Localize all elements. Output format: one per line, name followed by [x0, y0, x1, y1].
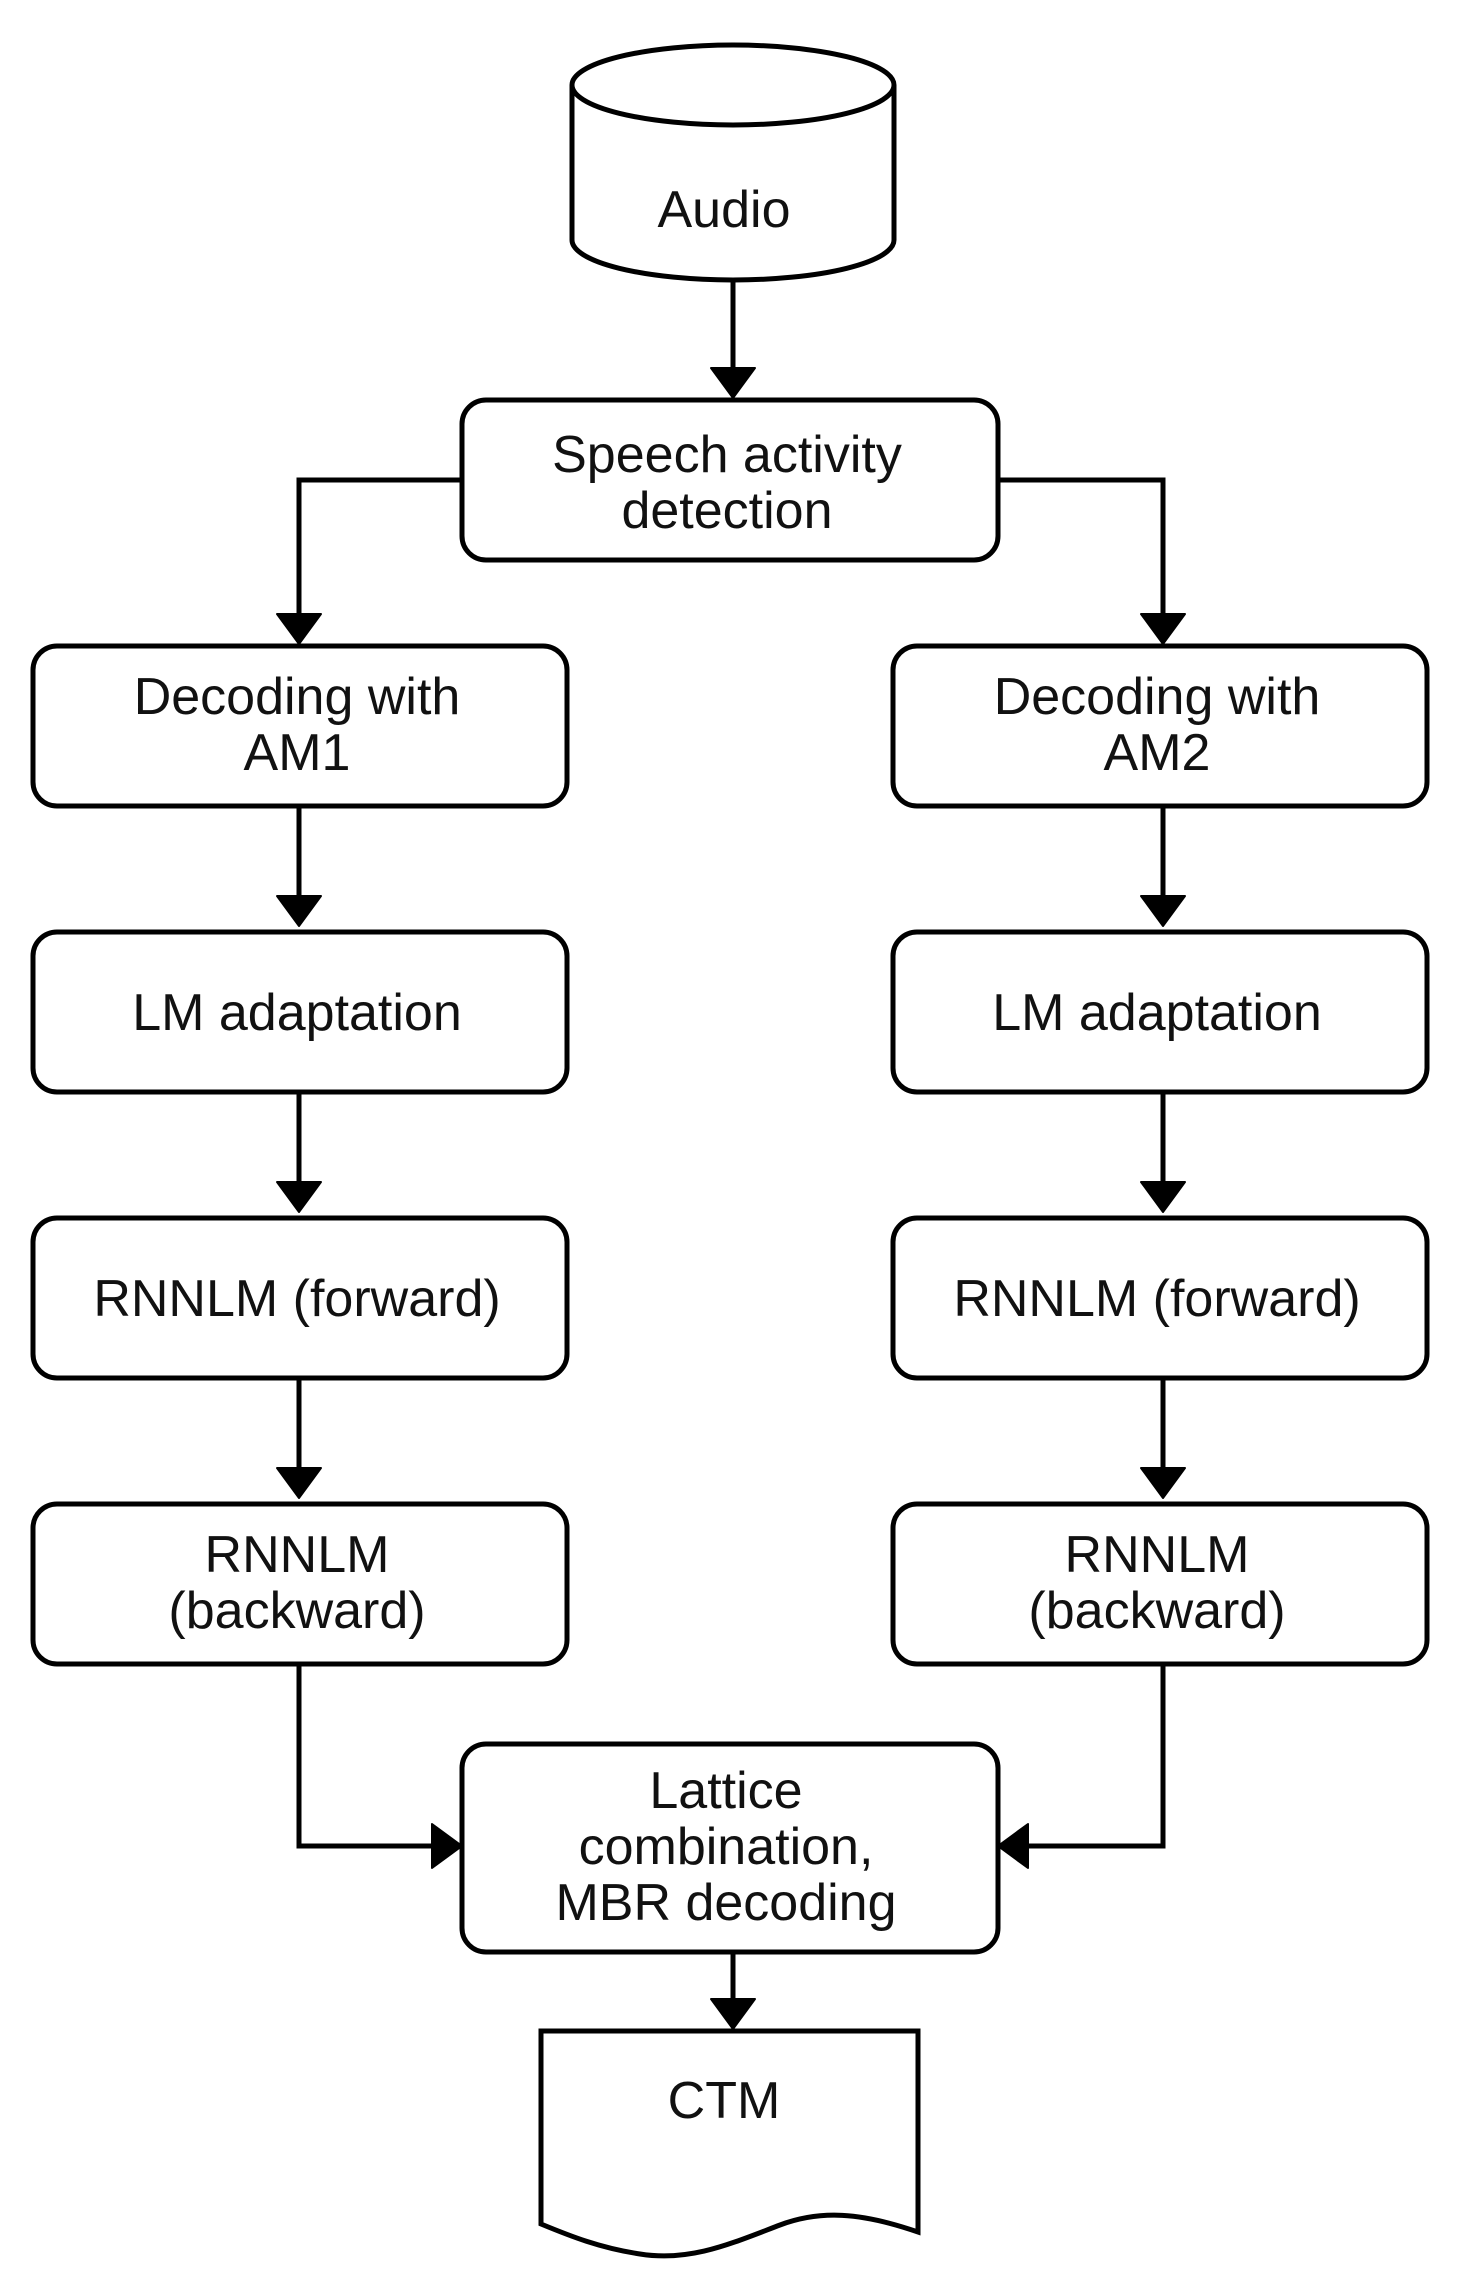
lm-adaptation-left-node: LM adaptation [30, 929, 570, 1095]
decoding-am1-node: Decoding with AM1 [30, 643, 570, 809]
rnnlm-backward-left-node: RNNLM (backward) [30, 1501, 570, 1667]
audio-label: Audio [658, 181, 791, 239]
rnnlm-forward-right-node: RNNLM (forward) [890, 1215, 1430, 1381]
lattice-combination-node: Lattice combination, MBR decoding [459, 1741, 1001, 1955]
speech-activity-detection-label: Speech activity [552, 426, 902, 484]
edge-lm-adaptation-to-rnnlm-forward-left [276, 1092, 322, 1213]
lattice-combination-label-line3: MBR decoding [555, 1874, 896, 1932]
rnnlm-backward-right-node: RNNLM (backward) [890, 1501, 1430, 1667]
decoding-am2-node: Decoding with AM2 [890, 643, 1430, 809]
lm-adaptation-right-node: LM adaptation [890, 929, 1430, 1095]
edge-sad-to-decoding-am2 [998, 477, 1186, 645]
rnnlm-forward-right-label: RNNLM (forward) [953, 1270, 1360, 1328]
rnnlm-forward-left-node: RNNLM (forward) [30, 1215, 570, 1381]
lattice-combination-label-line2: combination, [579, 1818, 874, 1876]
decoding-am1-label: Decoding with [134, 668, 461, 726]
speech-activity-detection-label-line2: detection [621, 482, 832, 540]
edge-decoding-am2-to-lm-adaptation-right [1140, 806, 1186, 927]
decoding-am2-label: Decoding with [994, 668, 1321, 726]
connectors [276, 282, 1186, 2030]
ctm-label: CTM [668, 2072, 781, 2130]
edge-rnnlm-forward-to-rnnlm-backward-left [276, 1378, 322, 1499]
rnnlm-backward-right-label-line2: (backward) [1028, 1582, 1285, 1640]
edge-decoding-am1-to-lm-adaptation-left [276, 806, 322, 927]
speech-activity-detection-node: Speech activity detection [459, 397, 1001, 563]
edge-lattice-combination-to-ctm [710, 1952, 756, 2030]
ctm-document-node: CTM [538, 2028, 921, 2259]
edge-sad-to-decoding-am1 [276, 477, 462, 645]
edge-rnnlm-forward-to-rnnlm-backward-right [1140, 1378, 1186, 1499]
edge-rnnlm-backward-right-to-lattice-combination [997, 1664, 1166, 1869]
edge-lm-adaptation-to-rnnlm-forward-right [1140, 1092, 1186, 1213]
lattice-combination-label: Lattice [649, 1762, 802, 1820]
lm-adaptation-right-label: LM adaptation [992, 984, 1322, 1042]
edge-audio-to-sad [710, 282, 756, 399]
audio-database-node: Audio [569, 42, 897, 283]
rnnlm-backward-right-label: RNNLM [1065, 1526, 1250, 1584]
rnnlm-backward-left-label-line2: (backward) [168, 1582, 425, 1640]
lm-adaptation-left-label: LM adaptation [132, 984, 462, 1042]
rnnlm-forward-left-label: RNNLM (forward) [93, 1270, 500, 1328]
edge-rnnlm-backward-left-to-lattice-combination [296, 1664, 463, 1869]
decoding-am2-label-line2: AM2 [1104, 724, 1211, 782]
rnnlm-backward-left-label: RNNLM [205, 1526, 390, 1584]
decoding-am1-label-line2: AM1 [244, 724, 351, 782]
